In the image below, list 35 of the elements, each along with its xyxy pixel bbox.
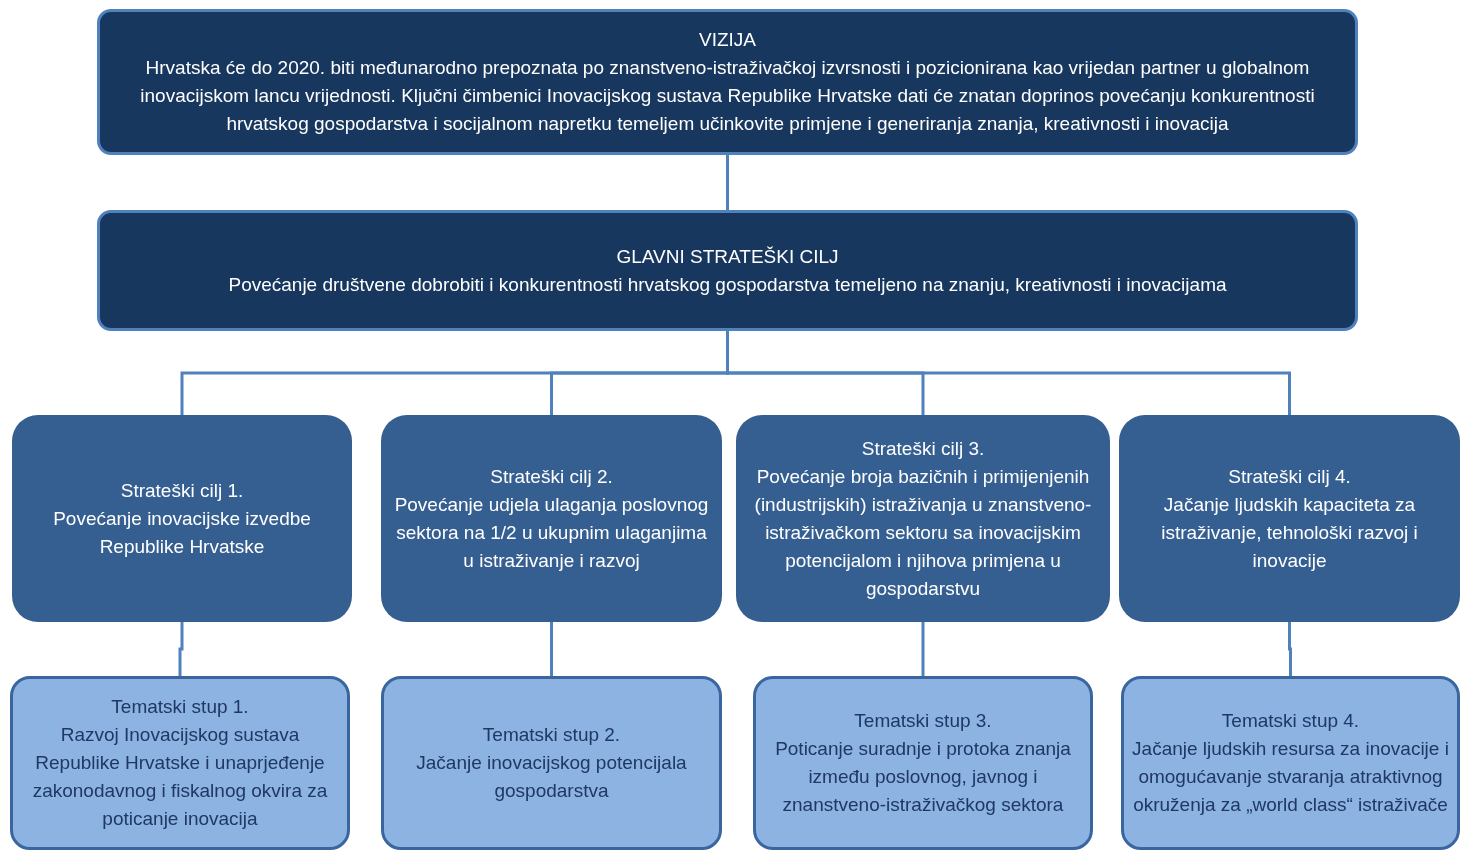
- box-heading: Strateški cilj 3.: [861, 436, 985, 461]
- box-heading: Strateški cilj 1.: [120, 478, 244, 503]
- box-text: Poticanje suradnje i protoka znanja između poslovnog, javnog i znanstveno-istraživačkog sektora: [774, 737, 1072, 817]
- box-heading: Tematski stup 4.: [1221, 709, 1360, 733]
- box-text: Povećanje društvene dobrobiti i konkurentnosti hrvatskog gospodarstva temeljeno na znanju, kreativnosti i inovacijama: [228, 272, 1227, 297]
- pillar-box: [753, 676, 1093, 850]
- connector-line: [726, 155, 729, 210]
- goal-box: [381, 415, 722, 622]
- statement-box: [97, 210, 1358, 331]
- box-heading: VIZIJA: [699, 28, 756, 52]
- connector-line: [1288, 622, 1292, 676]
- pillar-box: [10, 676, 350, 850]
- box-text: Jačanje ljudskih kapaciteta za istraživanje, tehnološki razvoj i inovacije: [1160, 492, 1419, 573]
- box-text: Povećanje broja bazičnih i primijenjenih (industrijskih) istraživanja u znanstveno-istraživačkom sektoru sa inovacijskim potencijalom i njihova primjena u gospodarstvu: [753, 464, 1093, 601]
- box-heading: Tematski stup 1.: [111, 695, 249, 719]
- goal-box: [12, 415, 352, 622]
- box-heading: Tematski stup 2.: [482, 723, 621, 747]
- connector-line: [550, 622, 553, 676]
- statement-box: [97, 9, 1358, 155]
- box-text: Razvoj Inovacijskog sustava Republike Hrvatske i unaprjeđenje zakonodavnog i fiskalnog okvira za poticanje inovacija: [31, 723, 329, 831]
- box-heading: Strateški cilj 4.: [1228, 464, 1351, 489]
- goal-box: [1119, 415, 1460, 622]
- connector-line: [178, 622, 184, 676]
- box-heading: Strateški cilj 2.: [490, 464, 613, 489]
- pillar-box: [381, 676, 722, 850]
- connector-line: [921, 622, 925, 676]
- box-text: Povećanje udjela ulaganja poslovnog sektora na 1/2 u ukupnim ulaganjima u istraživanje i razvoj: [393, 492, 710, 573]
- box-heading: GLAVNI STRATEŠKI CILJ: [616, 244, 839, 269]
- box-heading: Tematski stup 3.: [854, 709, 992, 733]
- box-text: Jačanje inovacijskog potencijala gospodarstva: [415, 751, 688, 803]
- box-text: Jačanje ljudskih resursa za inovacije i omogućavanje stvaranja atraktivnog okruženja za „world class“ istraživače: [1132, 737, 1449, 817]
- box-text: Hrvatska će do 2020. biti međunarodno prepoznata po znanstveno-istraživačkoj izvrsnosti i pozicionirana kao vrijedan partner u globalnom inovacijskom lancu vrijednosti. Ključni čimbenici Inovacijskog sustava Republike Hrvatske dati će znatan doprinos povećanju konkurentnosti hrvatskog gospodarstva i socijalnom napretku temeljem učinkovite primjene i generiranja znanja, kreativnosti i inovacija: [139, 56, 1316, 136]
- goal-box: [736, 415, 1110, 622]
- box-text: Povećanje inovacijske izvedbe Republike Hrvatske: [52, 506, 312, 559]
- pillar-box: [1121, 676, 1460, 850]
